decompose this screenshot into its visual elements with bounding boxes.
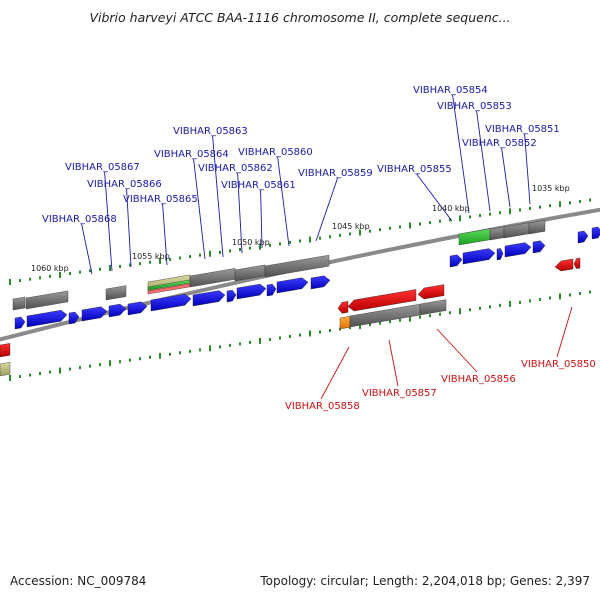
orange-block (339, 316, 351, 330)
forward-gene-arrow (226, 289, 237, 303)
forward-gene-arrow (108, 303, 127, 318)
forward-gene-label: VIBHAR_05862 (198, 163, 273, 174)
leader-line (104, 171, 113, 272)
label-leaders (81, 94, 573, 400)
feature-tracks (0, 220, 600, 377)
forward-gene-arrow (14, 316, 26, 330)
forward-gene-label: VIBHAR_05859 (298, 168, 373, 179)
forward-gene-label: VIBHAR_05863 (173, 126, 248, 137)
grey-block (25, 290, 69, 310)
forward-gene-label: VIBHAR_05860 (238, 147, 313, 158)
grey-block (264, 254, 330, 278)
leader-line (277, 156, 290, 247)
scale-label: 1050 kbp (232, 238, 270, 247)
forward-gene-label: VIBHAR_05854 (413, 85, 488, 96)
scale-label: 1035 kbp (532, 184, 570, 193)
reverse-gene-arrow (417, 284, 445, 300)
forward-gene-arrow (236, 283, 267, 300)
leader-line (556, 306, 573, 358)
leader-line (436, 328, 478, 373)
forward-gene-arrow (192, 290, 226, 307)
reverse-gene-label: VIBHAR_05857 (362, 388, 437, 399)
reverse-gene-edge (0, 343, 11, 358)
leader-line (237, 172, 243, 254)
leader-line (126, 188, 132, 268)
forward-gene-arrow (150, 294, 192, 312)
leader-line (193, 158, 206, 260)
leader-line (476, 110, 491, 212)
leader-line (212, 135, 224, 258)
forward-gene-arrow (81, 306, 108, 322)
reverse-gene-label: VIBHAR_05850 (521, 359, 596, 370)
forward-gene-arrow (310, 275, 331, 290)
forward-gene-arrow (462, 248, 496, 265)
grey-block (489, 226, 505, 241)
forward-gene-label: VIBHAR_05868 (42, 214, 117, 225)
leader-line (320, 346, 350, 400)
reverse-gene-label: VIBHAR_05858 (285, 401, 360, 412)
gene-labels: 1060 kbp 1055 kbp 1050 kbp 1045 kbp 1040 kbp… (31, 85, 596, 412)
forward-gene-arrow (591, 226, 600, 240)
olive-block-edge (0, 362, 11, 377)
leader-line (81, 223, 93, 275)
forward-gene-label: VIBHAR_05866 (87, 179, 162, 190)
forward-gene-arrow (276, 277, 309, 294)
forward-gene-label: VIBHAR_05865 (123, 194, 198, 205)
genome-summary: Topology: circular; Length: 2,204,018 bp… (260, 574, 590, 588)
forward-gene-label: VIBHAR_05867 (65, 162, 140, 173)
grey-block (419, 299, 447, 316)
grey-block (105, 285, 127, 301)
accession-text: Accession: NC_009784 (10, 574, 147, 588)
forward-gene-arrow (266, 283, 277, 297)
forward-gene-label: VIBHAR_05852 (462, 138, 537, 149)
tick-marks (9, 198, 591, 381)
reverse-gene-label: VIBHAR_05856 (441, 374, 516, 385)
forward-gene-arrow (496, 248, 504, 261)
scale-label: 1045 kbp (332, 222, 370, 231)
leader-line (162, 203, 168, 266)
scale-label: 1055 kbp (132, 252, 170, 261)
map-title: Vibrio harveyi ATCC BAA-1116 chromosome … (89, 10, 511, 25)
leader-line (388, 339, 399, 387)
grey-block (12, 296, 26, 311)
forward-gene-arrow (68, 311, 80, 325)
leader-line (260, 189, 263, 249)
forward-gene-arrow (449, 254, 463, 268)
forward-gene-label: VIBHAR_05851 (485, 124, 560, 135)
leader-line (452, 94, 470, 214)
leader-line (416, 173, 453, 222)
forward-gene-arrow (577, 230, 589, 244)
forward-gene-label: VIBHAR_05861 (221, 180, 296, 191)
leader-line (501, 147, 511, 208)
forward-gene-arrow (504, 242, 532, 258)
scale-label: 1040 kbp (432, 204, 470, 213)
green-block (458, 228, 491, 246)
reverse-gene-arrow (347, 289, 417, 312)
forward-gene-arrow (532, 240, 546, 254)
leader-line (315, 177, 339, 242)
leader-line (524, 133, 531, 205)
reverse-gene-arrow (337, 301, 349, 314)
forward-gene-label: VIBHAR_05864 (154, 149, 229, 160)
forward-gene-arrow (26, 310, 68, 328)
scale-label: 1060 kbp (31, 264, 69, 273)
reverse-gene-arrow (554, 258, 574, 272)
forward-gene-label: VIBHAR_05855 (377, 164, 452, 175)
forward-gene-label: VIBHAR_05853 (437, 101, 512, 112)
grey-block (528, 220, 546, 235)
reverse-gene-arrow (573, 257, 581, 269)
forward-gene-arrow (127, 301, 148, 316)
